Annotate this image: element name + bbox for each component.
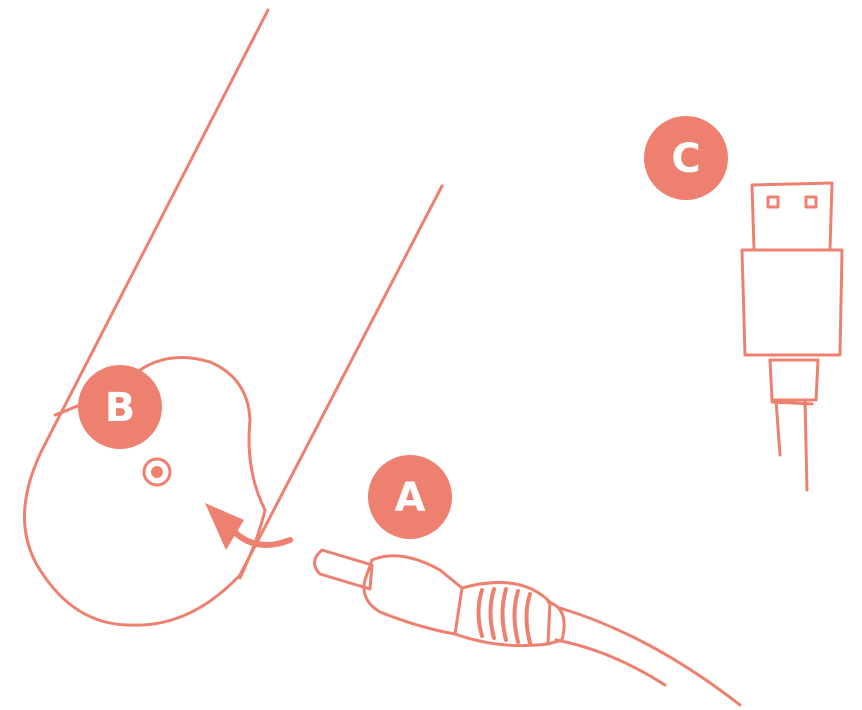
plug-tip: [313, 548, 374, 591]
usb-cable: [774, 398, 809, 492]
charging-port: [142, 457, 172, 487]
usb-contact-right: [804, 195, 818, 209]
usb-contact-left: [766, 195, 780, 209]
usb-plug: [740, 181, 844, 492]
label-b: B: [105, 385, 136, 431]
device-outline: [23, 8, 444, 627]
usb-cable-edge: [770, 400, 814, 406]
plug-grip: [453, 581, 552, 648]
label-badge-c: C: [644, 116, 728, 200]
barrel-plug: [313, 548, 742, 707]
label-badge-a: A: [368, 455, 452, 539]
usb-housing: [740, 248, 844, 357]
plug-cable: [554, 606, 742, 707]
usb-connector: [750, 181, 834, 252]
plug-sleeve: [362, 554, 464, 636]
insert-arrow: [205, 503, 293, 550]
usb-neck: [768, 358, 820, 402]
plug-grip-ridges: [476, 587, 532, 645]
label-c: C: [671, 136, 700, 182]
label-a: A: [395, 475, 426, 521]
label-badge-b: B: [78, 365, 162, 449]
